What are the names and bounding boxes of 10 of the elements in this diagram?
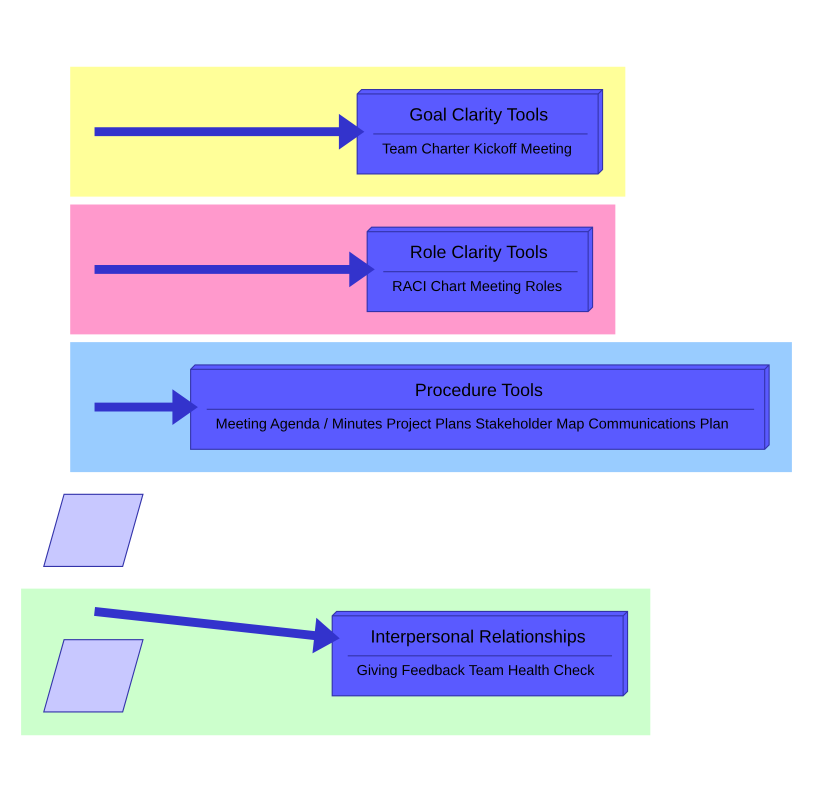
cluster <box>70 342 792 472</box>
node-parallelogram <box>43 639 144 712</box>
cluster <box>21 588 650 736</box>
node-parallelogram <box>43 494 144 567</box>
arrow <box>94 389 198 425</box>
arrow <box>94 607 340 654</box>
cluster <box>70 204 616 334</box>
arrow <box>94 114 364 150</box>
cluster <box>70 66 626 197</box>
arrow <box>94 252 375 288</box>
